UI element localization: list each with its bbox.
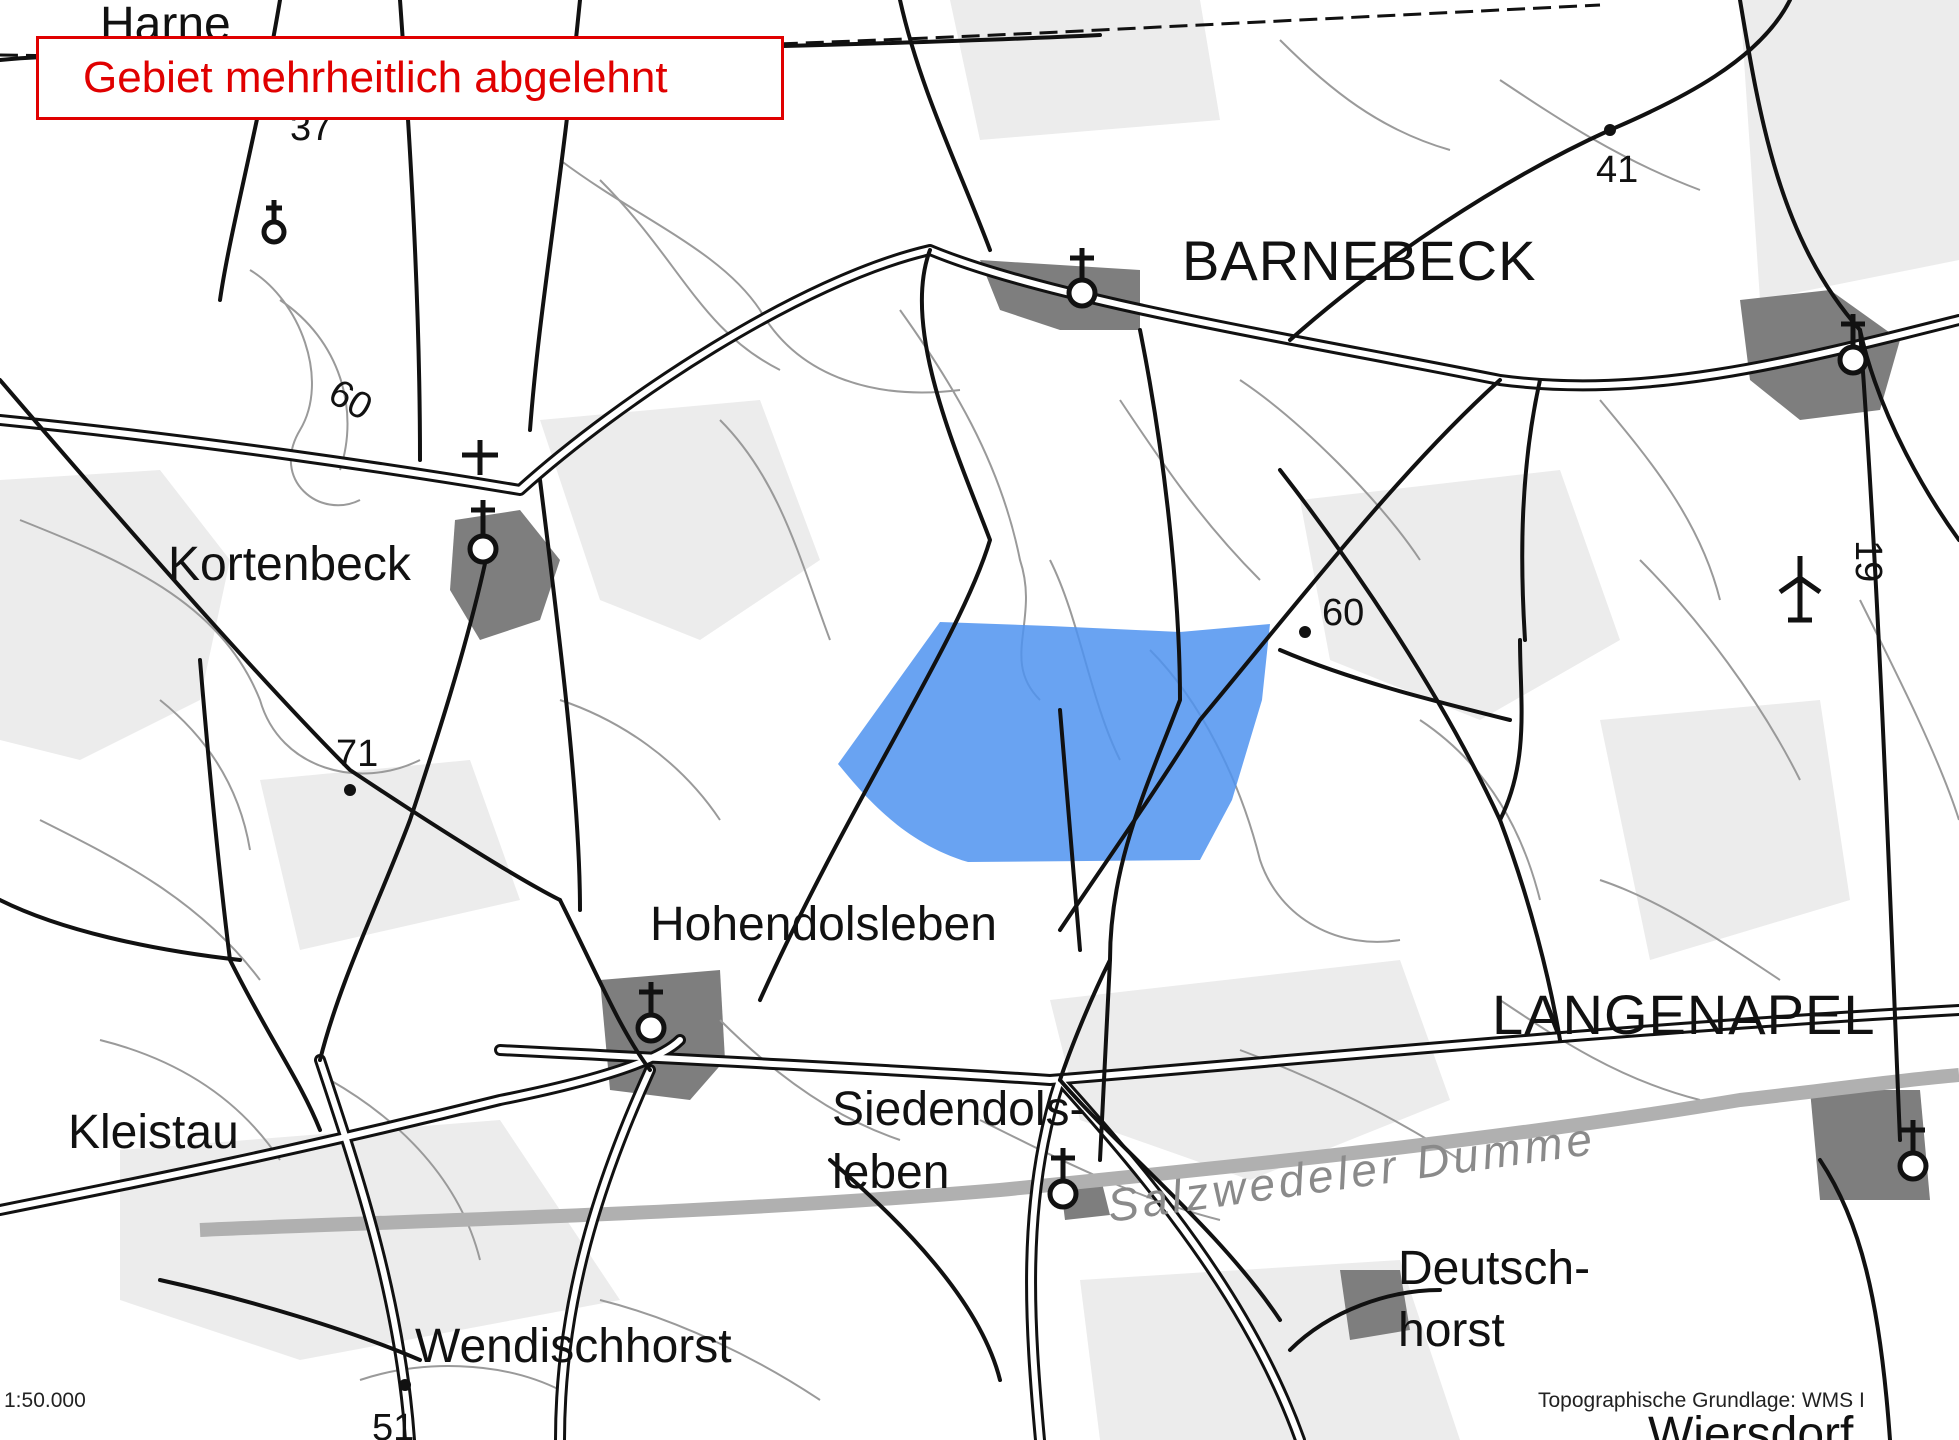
church-icon (467, 500, 499, 565)
church-icon (635, 982, 667, 1044)
label-deutschhorst-2: horst (1398, 1304, 1505, 1357)
label-kleistau: Kleistau (68, 1106, 239, 1159)
status-label: Gebiet mehrheitlich abgelehnt (83, 53, 668, 102)
contour-lines (19, 39, 1959, 1401)
cross-icon (462, 440, 498, 475)
wind-turbine-icon (1778, 556, 1822, 623)
label-wiersdorf: Wiersdorf (1648, 1408, 1854, 1440)
road-number-51: 51 (372, 1407, 414, 1440)
status-label-box: Gebiet mehrheitlich abgelehnt (36, 36, 784, 120)
label-kortenbeck: Kortenbeck (168, 538, 412, 591)
road-junction-points (344, 124, 1616, 1391)
road-number-60: 60 (1322, 592, 1364, 634)
church-symbols (261, 200, 1929, 1210)
main-roads (0, 244, 1959, 1440)
church-icon (1897, 1120, 1929, 1182)
church-icon (1837, 314, 1869, 376)
label-wendischhorst: Wendischhorst (415, 1320, 732, 1373)
label-deutschhorst-1: Deutsch- (1398, 1242, 1590, 1295)
road-number-19: 19 (1847, 540, 1889, 582)
church-icon (1066, 248, 1098, 309)
label-siedendolsleben-1: Siedendols- (832, 1083, 1086, 1136)
church-icon (1047, 1148, 1079, 1210)
attribution-label: Topographische Grundlage: WMS I (1538, 1389, 1865, 1412)
label-siedendolsleben-2: leben (832, 1146, 949, 1199)
scale-label: 1:50.000 (4, 1389, 86, 1412)
river-dumme (199, 1068, 1959, 1237)
highlighted-area[interactable] (838, 622, 1270, 862)
label-langenapel: LANGENAPEL (1492, 983, 1876, 1046)
contour-label-60: 60 (322, 371, 380, 429)
road-number-41: 41 (1596, 149, 1638, 191)
road-number-71: 71 (336, 733, 378, 775)
label-hohendolsleben: Hohendolsleben (650, 898, 997, 951)
label-barnebeck: BARNEBECK (1182, 229, 1536, 292)
church-icon (261, 200, 287, 245)
